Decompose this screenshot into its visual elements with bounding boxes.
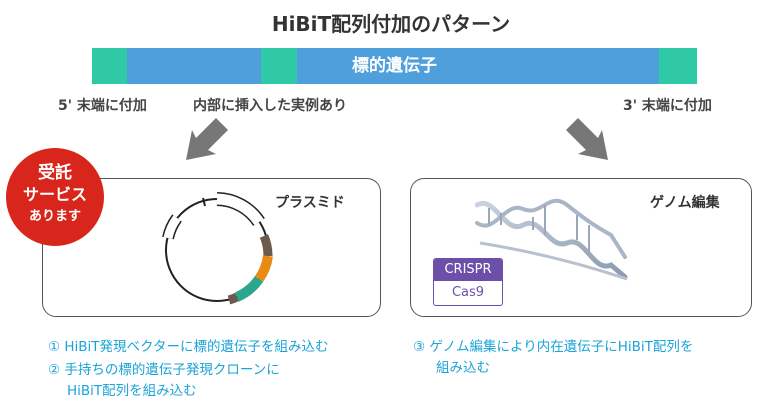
target-gene-label: 標的遺伝子 <box>352 56 437 76</box>
three-prime-label: 3' 末端に付加 <box>623 98 712 114</box>
note-item-1: ① HiBiT発現ベクターに標的遺伝子を組み込む <box>48 339 329 355</box>
contract-service-badge: 受託 サービス あります <box>6 148 104 246</box>
plasmid-icon <box>162 192 273 305</box>
badge-line-2: サービス <box>22 185 87 204</box>
five-prime-insert-segment <box>92 48 127 84</box>
crispr-cas9-badge: CRISPR Cas9 <box>433 258 503 306</box>
crispr-label: CRISPR <box>434 259 502 281</box>
five-prime-label: 5' 末端に付加 <box>58 98 147 114</box>
arrow-down-left-icon <box>186 118 228 160</box>
internal-label: 内部に挿入した実例あり <box>193 98 347 114</box>
badge-line-3: あります <box>28 209 81 224</box>
internal-insert-segment <box>261 48 297 84</box>
plasmid-panel-title: プラスミド <box>275 195 345 211</box>
note-item-2-line-2: HiBiT配列を組み込む <box>67 383 197 399</box>
genome-editing-panel-title: ゲノム編集 <box>650 195 720 211</box>
note-item-3-line-1: ③ ゲノム編集により内在遺伝子にHiBiT配列を <box>413 339 694 355</box>
page-title: HiBiT配列付加のパターン <box>271 12 511 36</box>
arrow-down-right-icon <box>566 118 608 160</box>
cas9-label: Cas9 <box>451 285 485 300</box>
three-prime-insert-segment <box>659 48 697 84</box>
target-gene-bar: 標的遺伝子 <box>92 48 697 84</box>
note-item-2-line-1: ② 手持ちの標的遺伝子発現クローンに <box>48 362 280 378</box>
badge-line-1: 受託 <box>38 163 72 183</box>
note-item-3-line-2: 組み込む <box>436 360 490 376</box>
dna-helix-icon <box>475 198 628 281</box>
